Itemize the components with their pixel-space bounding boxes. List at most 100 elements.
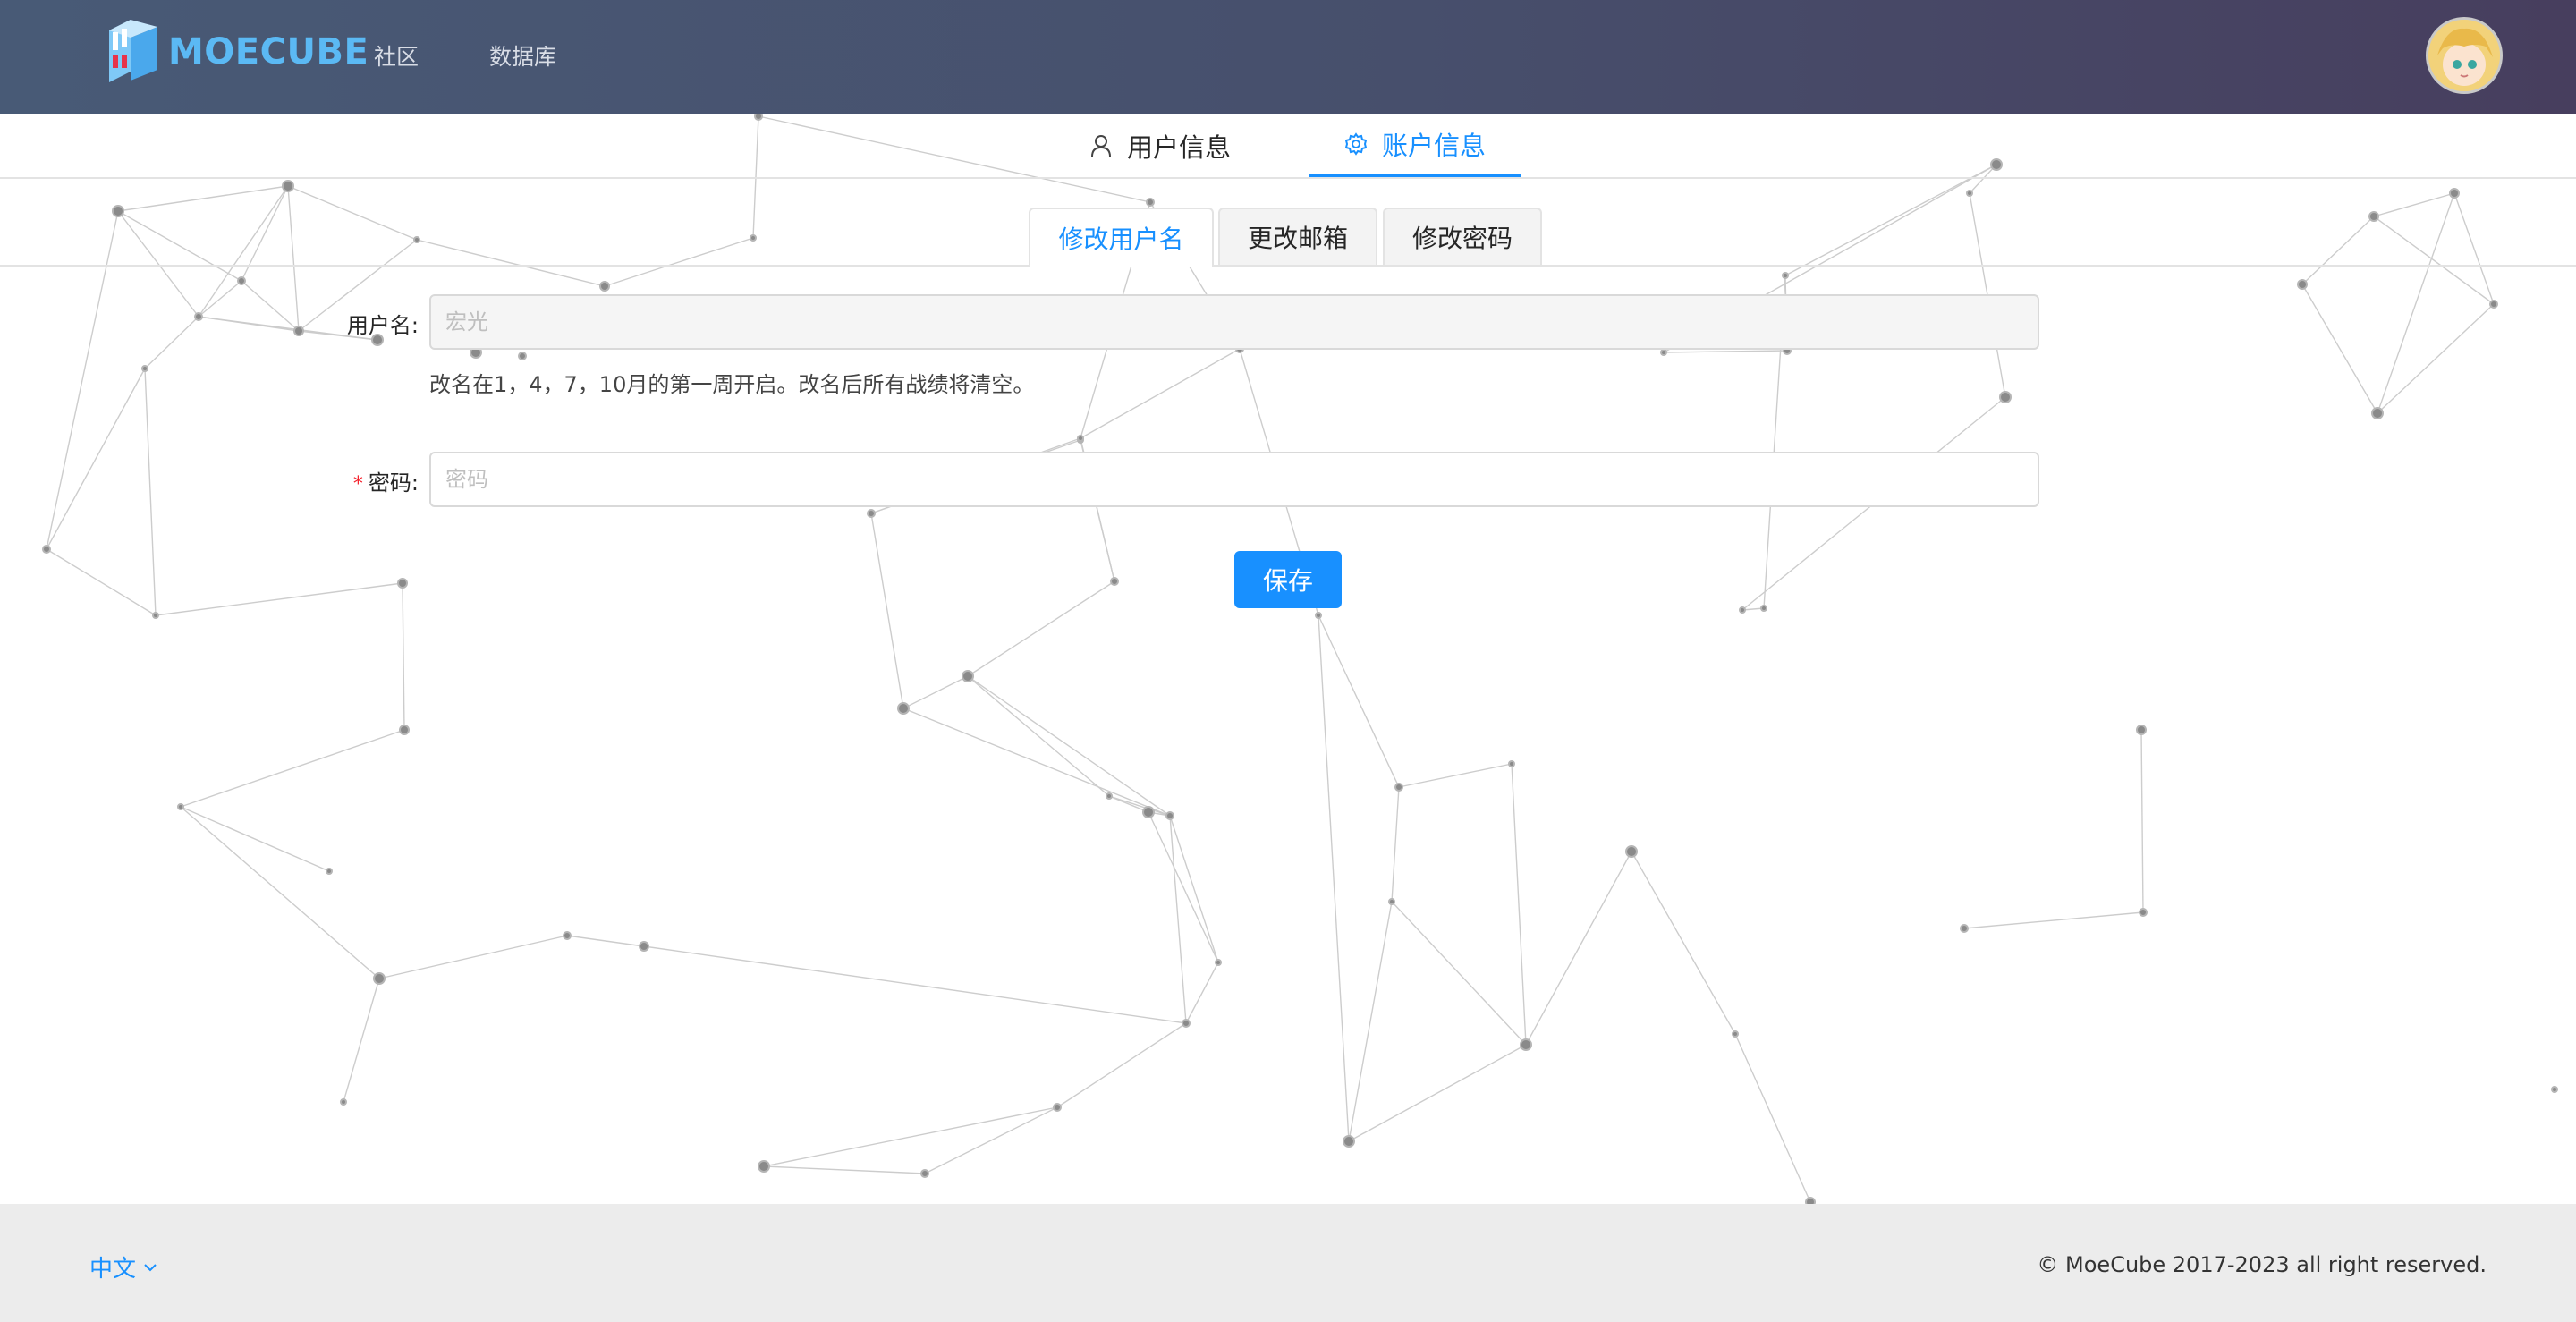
password-label: *密码:: [284, 465, 419, 496]
bg-link-line: [1784, 164, 1997, 276]
nav-link-database[interactable]: 数据库: [489, 44, 557, 70]
bg-link-line: [198, 185, 289, 318]
tab-change-username[interactable]: 修改用户名: [1029, 208, 1214, 267]
account-top-tabs: 用户信息 账户信息: [0, 114, 2576, 179]
username-label: 用户名:: [346, 313, 419, 338]
tab-account-info[interactable]: 账户信息: [1309, 114, 1521, 177]
bg-link-line: [46, 368, 146, 550]
user-avatar[interactable]: [2426, 17, 2503, 94]
logo-text: MOECUBE: [168, 31, 369, 72]
bg-link-line: [144, 316, 199, 369]
bg-link-line: [758, 115, 1151, 203]
bg-link-line: [763, 1106, 1058, 1167]
bg-node-dot: [920, 1169, 929, 1178]
bg-node-dot: [1999, 391, 2012, 403]
bg-link-line: [416, 239, 606, 287]
bg-link-line: [2301, 216, 2375, 285]
bg-node-dot: [1315, 612, 1322, 619]
bg-link-line: [1663, 350, 1788, 353]
bg-node-dot: [563, 931, 572, 940]
tab-user-info[interactable]: 用户信息: [1089, 114, 1233, 177]
password-input[interactable]: [429, 452, 2039, 507]
bg-node-dot: [518, 352, 527, 360]
bg-link-line: [924, 1106, 1058, 1174]
bg-node-dot: [2368, 211, 2379, 222]
language-selector[interactable]: 中文: [89, 1250, 157, 1284]
bg-link-line: [1741, 607, 1765, 611]
bg-link-line: [967, 675, 1171, 817]
save-button[interactable]: 保存: [1234, 551, 1342, 608]
bg-link-line: [2453, 192, 2495, 305]
bg-node-dot: [141, 365, 148, 372]
bg-link-line: [1391, 901, 1527, 1046]
bg-link-line: [1348, 1044, 1527, 1142]
tab-change-password[interactable]: 修改密码: [1383, 208, 1542, 265]
bg-link-line: [763, 1165, 926, 1174]
bg-link-line: [1080, 348, 1241, 439]
cube-logo-icon: [109, 20, 157, 82]
bg-node-dot: [1053, 1103, 1062, 1112]
bg-link-line: [117, 210, 199, 318]
bg-node-dot: [2136, 725, 2147, 735]
bg-node-dot: [399, 725, 410, 735]
bg-node-dot: [282, 180, 294, 192]
bg-link-line: [343, 978, 380, 1103]
bg-link-line: [2377, 192, 2455, 414]
bg-link-line: [967, 675, 1110, 797]
bg-node-dot: [2551, 1086, 2558, 1093]
bg-node-dot: [42, 545, 51, 554]
bg-link-line: [198, 280, 242, 318]
bg-link-line: [1108, 795, 1171, 817]
bg-link-line: [117, 210, 242, 282]
bg-link-line: [566, 935, 645, 947]
username-input[interactable]: [429, 294, 2039, 350]
nav-link-community[interactable]: 社区: [374, 44, 419, 70]
bg-link-line: [1511, 763, 1527, 1046]
bg-link-line: [1185, 962, 1219, 1024]
bg-node-dot: [237, 276, 246, 285]
bg-link-line: [2373, 216, 2495, 305]
bg-node-dot: [2297, 279, 2308, 290]
bg-node-dot: [867, 509, 876, 518]
bg-link-line: [902, 708, 1171, 817]
bg-link-line: [1148, 811, 1219, 963]
bg-node-dot: [1782, 272, 1789, 279]
bg-link-line: [180, 729, 405, 808]
bg-node-dot: [2139, 908, 2148, 917]
bg-link-line: [1318, 614, 1400, 788]
bg-link-line: [1056, 1022, 1187, 1108]
bg-node-dot: [2449, 188, 2460, 199]
user-icon: [1091, 135, 1111, 157]
bg-node-dot: [1146, 198, 1155, 207]
bg-link-line: [1969, 164, 1997, 194]
bg-node-dot: [194, 312, 203, 321]
moecube-logo[interactable]: MOECUBE: [104, 16, 369, 88]
bg-link-line: [378, 935, 568, 979]
bg-link-line: [402, 582, 405, 731]
bg-node-dot: [1732, 1030, 1739, 1038]
bg-node-dot: [1215, 959, 1222, 966]
bg-node-dot: [397, 578, 408, 589]
bg-node-dot: [177, 803, 184, 810]
bg-link-line: [1398, 763, 1513, 788]
bg-node-dot: [340, 1098, 347, 1106]
bg-node-dot: [1394, 783, 1403, 792]
bg-node-dot: [371, 334, 384, 346]
bg-link-line: [1963, 911, 2144, 929]
bg-link-line: [46, 210, 119, 550]
bg-link-line: [2377, 303, 2495, 414]
bg-node-dot: [1110, 577, 1119, 586]
bg-link-line: [287, 185, 418, 241]
password-label-text: 密码:: [368, 470, 419, 496]
bg-link-line: [2140, 729, 2144, 913]
bg-link-line: [287, 185, 300, 332]
bg-link-line: [604, 237, 754, 287]
avatar-image-icon: [2428, 20, 2500, 91]
bg-link-line: [1525, 851, 1632, 1046]
bg-node-dot: [293, 326, 304, 336]
page-footer: 中文 © MoeCube 2017-2023 all right reserve…: [0, 1204, 2576, 1322]
bg-node-dot: [1142, 806, 1155, 818]
tab-change-email[interactable]: 更改邮箱: [1218, 208, 1377, 265]
bg-node-dot: [1760, 605, 1767, 612]
language-label: 中文: [89, 1256, 137, 1283]
